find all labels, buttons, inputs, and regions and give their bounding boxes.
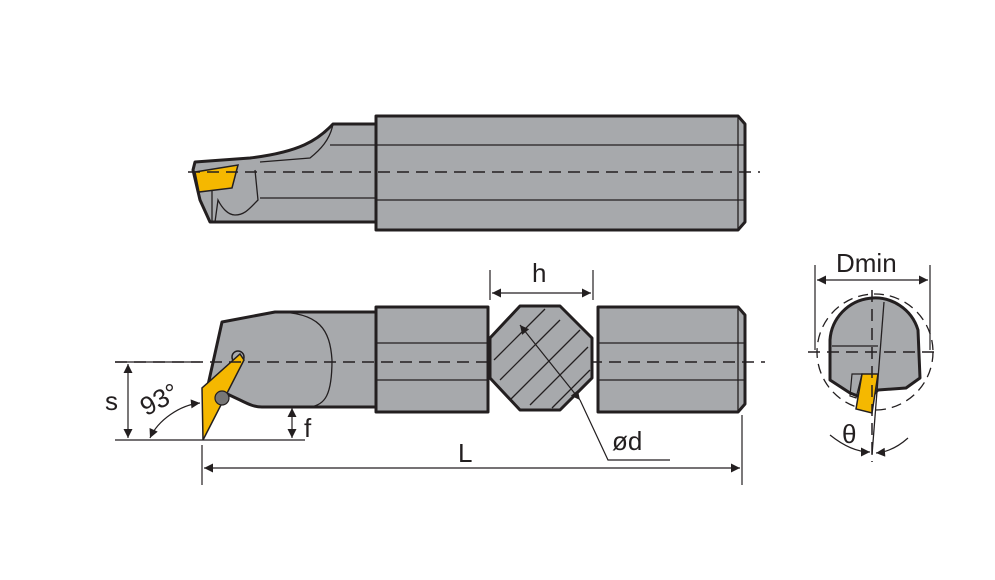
side-view: s 93° f L h ød xyxy=(105,258,765,485)
label-s: s xyxy=(105,386,118,416)
side-view-shank-right xyxy=(596,305,747,414)
side-view-head xyxy=(206,310,378,409)
top-view xyxy=(188,114,760,232)
label-L: L xyxy=(458,438,472,468)
end-view: Dmin θ xyxy=(808,248,940,462)
label-angle: 93° xyxy=(135,377,184,422)
top-view-shank xyxy=(374,114,747,232)
side-view-shank-left xyxy=(374,305,490,414)
torx-screw-icon xyxy=(214,390,230,406)
label-dmin: Dmin xyxy=(836,248,897,278)
label-h: h xyxy=(532,258,546,288)
label-theta: θ xyxy=(842,419,856,449)
label-f: f xyxy=(304,413,312,443)
label-d: ød xyxy=(612,426,642,456)
